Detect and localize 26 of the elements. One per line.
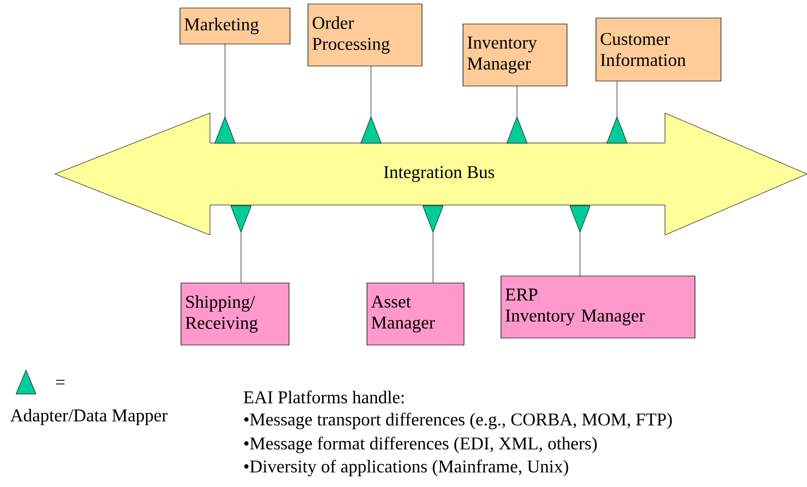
- bullet-item: •Message transport differences (e.g., CORBA, MOM, FTP): [244, 412, 672, 430]
- system-box: Inventory Manager: [462, 24, 568, 86]
- equals-sign: =: [56, 380, 64, 384]
- adapter-triangle: [606, 116, 628, 144]
- adapter-triangle: [570, 206, 590, 232]
- system-box: Marketing: [180, 8, 290, 44]
- connector-line: [432, 232, 434, 284]
- system-box: Order Processing: [308, 4, 422, 66]
- adapter-triangle: [506, 116, 528, 144]
- system-box: Asset Manager: [366, 282, 464, 346]
- connector-line: [616, 80, 618, 118]
- adapter-triangle: [230, 206, 252, 232]
- system-box: Customer Information: [596, 18, 722, 82]
- bullet-item: •Diversity of applications (Mainframe, Unix): [244, 460, 568, 476]
- connector-line: [516, 86, 518, 118]
- connector-line: [224, 44, 226, 118]
- connector-line: [370, 66, 372, 118]
- adapter-triangle: [360, 116, 382, 144]
- connector-line: [240, 232, 242, 284]
- adapter-triangle: [422, 206, 444, 232]
- system-box: ERP Inventory Manager: [500, 276, 696, 338]
- adapter-triangle: [214, 116, 236, 144]
- note-heading: EAI Platforms handle:: [244, 390, 404, 404]
- system-box: Shipping/ Receiving: [180, 282, 290, 346]
- bullet-item: •Message format differences (EDI, XML, others): [244, 436, 597, 454]
- legend-text: Adapter/Data Mapper: [10, 408, 168, 426]
